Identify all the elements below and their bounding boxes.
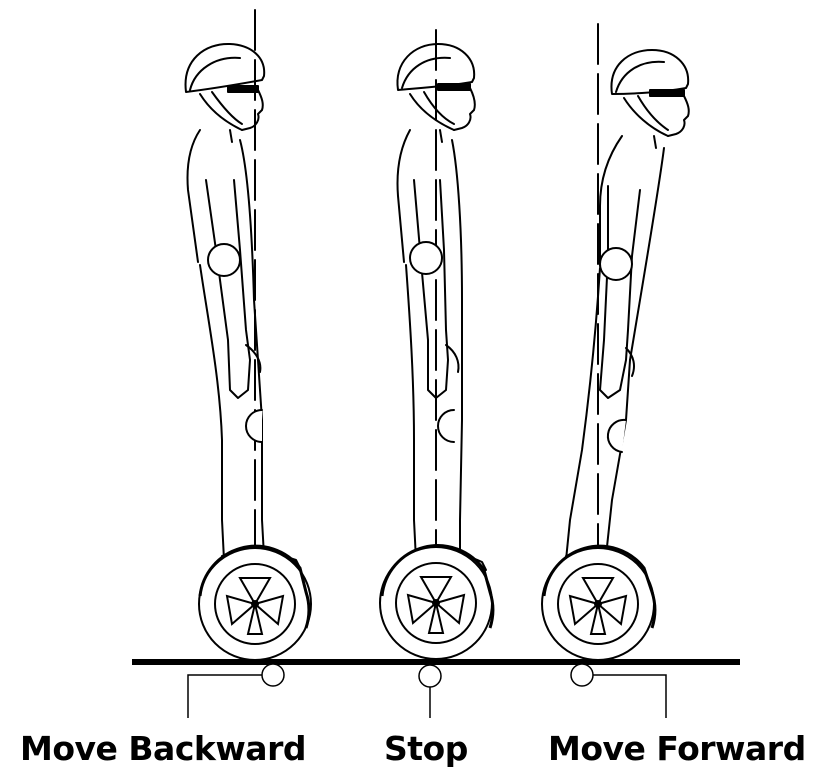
callouts xyxy=(187,663,667,718)
leader-line-forward xyxy=(593,674,667,718)
callout-marker-stop xyxy=(418,664,442,688)
rider-upright xyxy=(396,29,487,573)
hub-icon-2 xyxy=(406,576,466,634)
callout-marker-forward xyxy=(570,663,594,687)
rider-forward xyxy=(565,23,690,575)
knee-joint xyxy=(245,409,263,443)
callout-marker-backward xyxy=(261,663,285,687)
label-move-forward: Move Forward xyxy=(548,729,806,768)
elbow-joint-3 xyxy=(599,247,633,281)
helmet-icon xyxy=(184,42,266,93)
hub-icon xyxy=(225,577,285,635)
label-stop: Stop xyxy=(384,729,468,768)
wheel-backward xyxy=(198,544,312,661)
knee-joint-3 xyxy=(606,418,627,453)
elbow-joint xyxy=(207,243,241,277)
wheel-upright xyxy=(379,544,495,660)
wheel-forward xyxy=(541,544,657,661)
helmet-icon-2 xyxy=(396,43,476,91)
leader-line-backward xyxy=(187,674,262,718)
knee-joint-2 xyxy=(437,409,455,443)
elbow-joint-2 xyxy=(409,241,443,275)
hub-icon-3 xyxy=(568,577,628,635)
rider-backward xyxy=(184,9,301,573)
label-move-backward: Move Backward xyxy=(20,729,306,768)
helmet-icon-3 xyxy=(610,49,690,95)
